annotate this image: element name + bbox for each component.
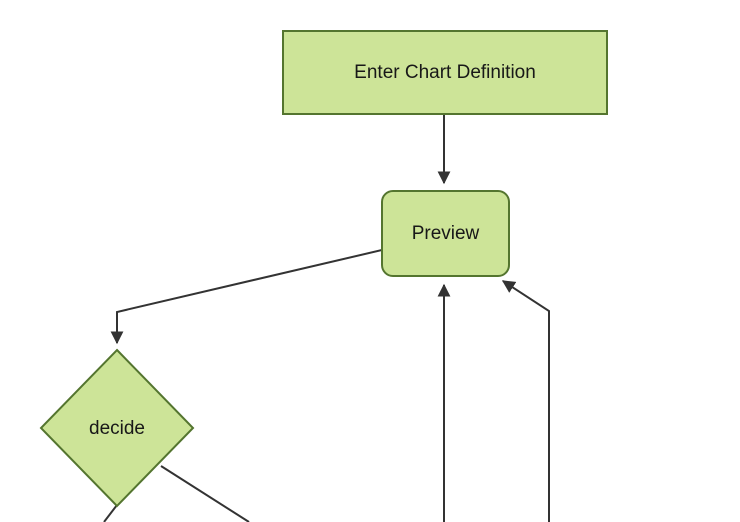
node-enter-chart-definition[interactable]: Enter Chart Definition <box>282 30 608 115</box>
enter-chart-definition-label: Enter Chart Definition <box>354 62 536 83</box>
decide-shape[interactable] <box>39 348 195 508</box>
edges-layer <box>103 114 550 522</box>
edge-return-right-to-preview <box>501 280 550 522</box>
edge-decide-right-out <box>160 465 250 522</box>
edge-preview-to-decide <box>110 249 383 345</box>
preview-shape[interactable] <box>381 190 510 277</box>
node-preview[interactable]: Preview <box>381 190 510 277</box>
preview-label: Preview <box>412 223 480 244</box>
edge-decide-bottom-out <box>103 504 118 522</box>
decide-label: decide <box>89 418 145 439</box>
enter-chart-definition-shape[interactable] <box>282 30 608 115</box>
node-decide[interactable]: decide <box>39 348 195 508</box>
